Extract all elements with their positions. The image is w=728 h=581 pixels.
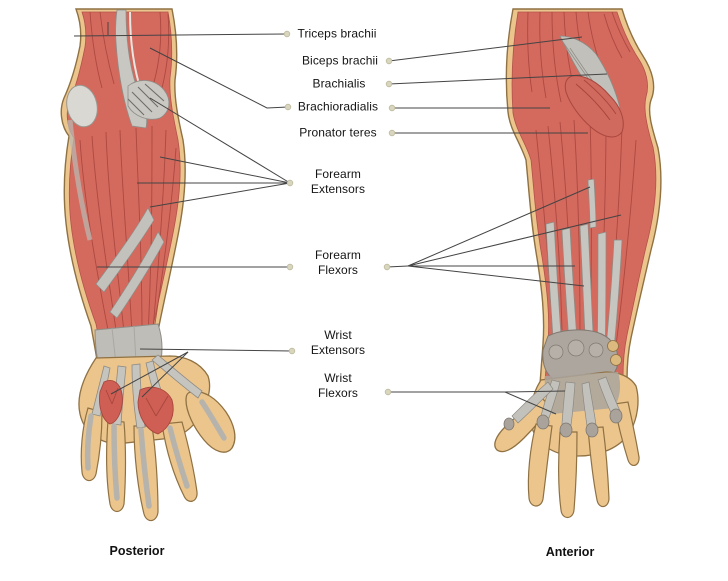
knuckle-caps [503, 408, 623, 438]
label-wrist-extensors: Wrist Extensors [310, 328, 366, 357]
caption-posterior: Posterior [109, 544, 165, 558]
leader-wrist-extensors-3 [141, 351, 189, 398]
leader-wrist-flexors-2 [504, 391, 557, 415]
leader-forearm-extensors-4 [149, 182, 291, 208]
abductor-tendon-1 [95, 207, 155, 293]
label-biceps-brachii: Biceps brachii [301, 53, 379, 68]
label-wrist-flexors: Wrist Flexors [317, 371, 359, 400]
anterior-arm-illustration [494, 8, 662, 519]
leader-forearm-flexors-4 [407, 265, 585, 287]
posterior-edge-tendon [67, 119, 93, 241]
label-brachialis: Brachialis [312, 76, 366, 91]
label-triceps-brachii: Triceps brachii [297, 26, 377, 41]
posterior-thumb [185, 391, 236, 453]
label-pronator-teres: Pronator teres [299, 125, 377, 140]
pronator-striations [575, 79, 617, 121]
leader-wrist-extensors-2 [110, 351, 189, 395]
leader-forearm-extensors-1 [149, 97, 291, 184]
label-brachioradialis: Brachioradialis [297, 99, 379, 114]
leader-forearm-flexors-2 [407, 214, 622, 267]
leader-wrist-extensors-1 [139, 348, 293, 352]
leader-brachialis [388, 73, 608, 85]
leader-lines [73, 22, 622, 415]
palm-tendons [511, 376, 621, 427]
pisiform-bump-2 [610, 354, 622, 366]
leader-wrist-flexors-1 [504, 390, 566, 393]
carpal-bumps [548, 339, 604, 360]
label-forearm-flexors: Forearm Flexors [314, 248, 362, 277]
leader-forearm-flexors-stem [386, 265, 409, 268]
olecranon [66, 84, 98, 128]
abductor-tendon-2 [109, 231, 165, 319]
leader-triceps [73, 33, 288, 37]
caption-anterior: Anterior [545, 545, 595, 559]
label-forearm-extensors: Forearm Extensors [310, 167, 366, 196]
leader-forearm-flexors-1 [407, 186, 591, 267]
leader-brachioradialis-left [149, 47, 289, 109]
anterior-muscle-mass [511, 11, 657, 382]
flexor-tendons [545, 178, 623, 360]
pronator-teres-muscle [564, 75, 624, 138]
finger-tendons [84, 399, 227, 509]
pisiform-bump-1 [607, 340, 619, 352]
tendon-hatching [127, 83, 165, 116]
interossei-striations [105, 387, 169, 417]
leader-dots [283, 30, 396, 396]
posterior-arm-illustration [60, 8, 236, 522]
leader-forearm-extensors-2 [159, 156, 291, 184]
leader-biceps [388, 36, 583, 62]
